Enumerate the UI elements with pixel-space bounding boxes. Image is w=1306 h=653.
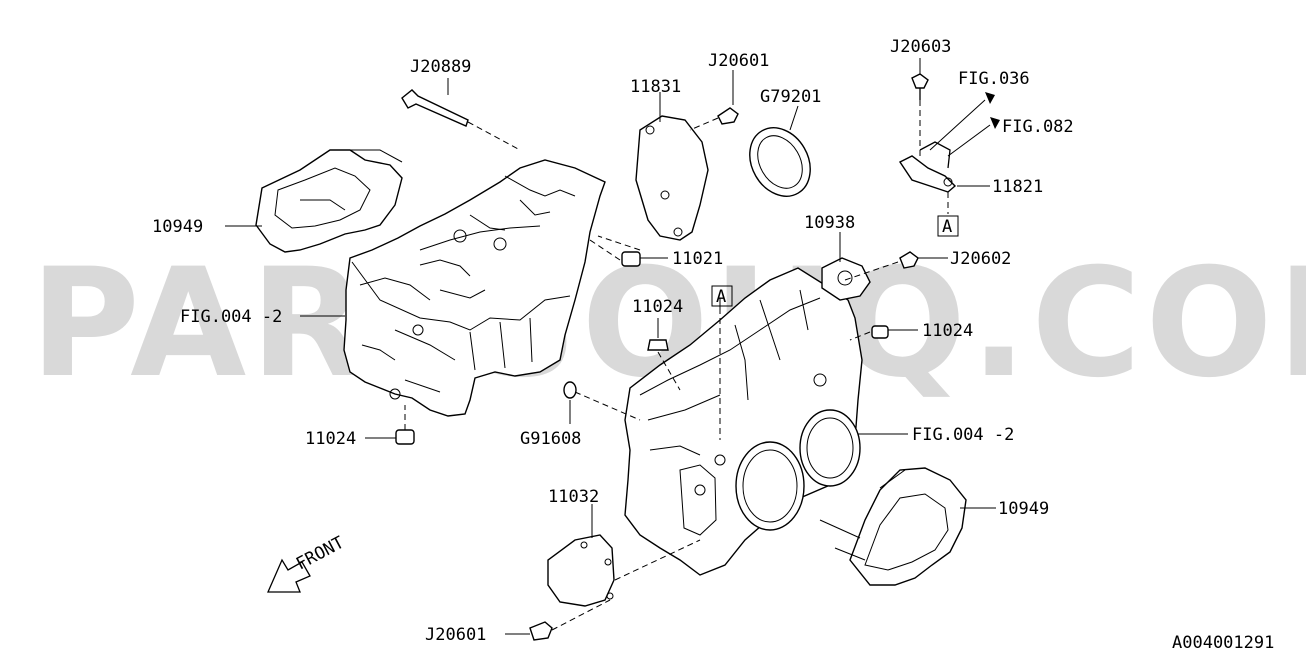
right-cylinder-block	[624, 267, 863, 576]
label-11821: 11821	[992, 177, 1043, 197]
gasket-10949-right	[819, 467, 967, 586]
fig-arrows	[929, 92, 1000, 157]
oil-seal-g79201	[749, 127, 811, 197]
label-fig004-left: FIG.004 -2	[180, 307, 282, 327]
plug-11024-left	[395, 429, 415, 445]
plug-11024-center	[647, 339, 669, 351]
label-j20889: J20889	[410, 57, 471, 77]
front-label: FRONT	[293, 533, 348, 575]
plug-11024-right	[871, 325, 889, 339]
label-11024-center: 11024	[632, 297, 683, 317]
label-g79201: G79201	[760, 87, 821, 107]
pipe-11821	[898, 141, 957, 193]
plate-11032	[547, 534, 615, 607]
ref-box-a-center	[711, 285, 733, 307]
label-11024-left: 11024	[305, 429, 356, 449]
assembly-lines	[404, 100, 949, 631]
leader-lines	[225, 58, 996, 635]
bolt-j20889	[401, 89, 469, 127]
ref-box-a-right	[937, 215, 959, 237]
ref-label-a-right: A	[942, 217, 952, 237]
label-11021: 11021	[672, 249, 723, 269]
plug-11021	[621, 251, 641, 267]
bolt-j20601-bottom	[529, 621, 553, 641]
label-j20601-top: J20601	[708, 51, 769, 71]
bolt-j20602	[899, 251, 919, 269]
label-11032: 11032	[548, 487, 599, 507]
label-j20603: J20603	[890, 37, 951, 57]
label-j20602: J20602	[950, 249, 1011, 269]
label-10949-right: 10949	[998, 499, 1049, 519]
left-cylinder-block	[343, 159, 606, 417]
label-11831: 11831	[630, 77, 681, 97]
label-11024-right: 11024	[922, 321, 973, 341]
cover-11831	[635, 115, 709, 241]
label-10938: 10938	[804, 213, 855, 233]
gasket-10949-left	[255, 149, 403, 253]
label-fig082: FIG.082	[1002, 117, 1074, 137]
washer-g91608	[563, 381, 577, 399]
diagram-id: A004001291	[1172, 633, 1274, 653]
bolt-j20603	[911, 73, 929, 100]
label-fig036: FIG.036	[958, 69, 1030, 89]
label-g91608: G91608	[520, 429, 581, 449]
front-arrow-icon	[267, 558, 311, 593]
ref-label-a-center: A	[716, 287, 726, 307]
bolt-j20601-top	[717, 107, 739, 125]
label-fig004-right: FIG.004 -2	[912, 425, 1014, 445]
label-10949-left: 10949	[152, 217, 203, 237]
label-j20601-bottom: J20601	[425, 625, 486, 645]
flange-10938	[821, 257, 871, 301]
